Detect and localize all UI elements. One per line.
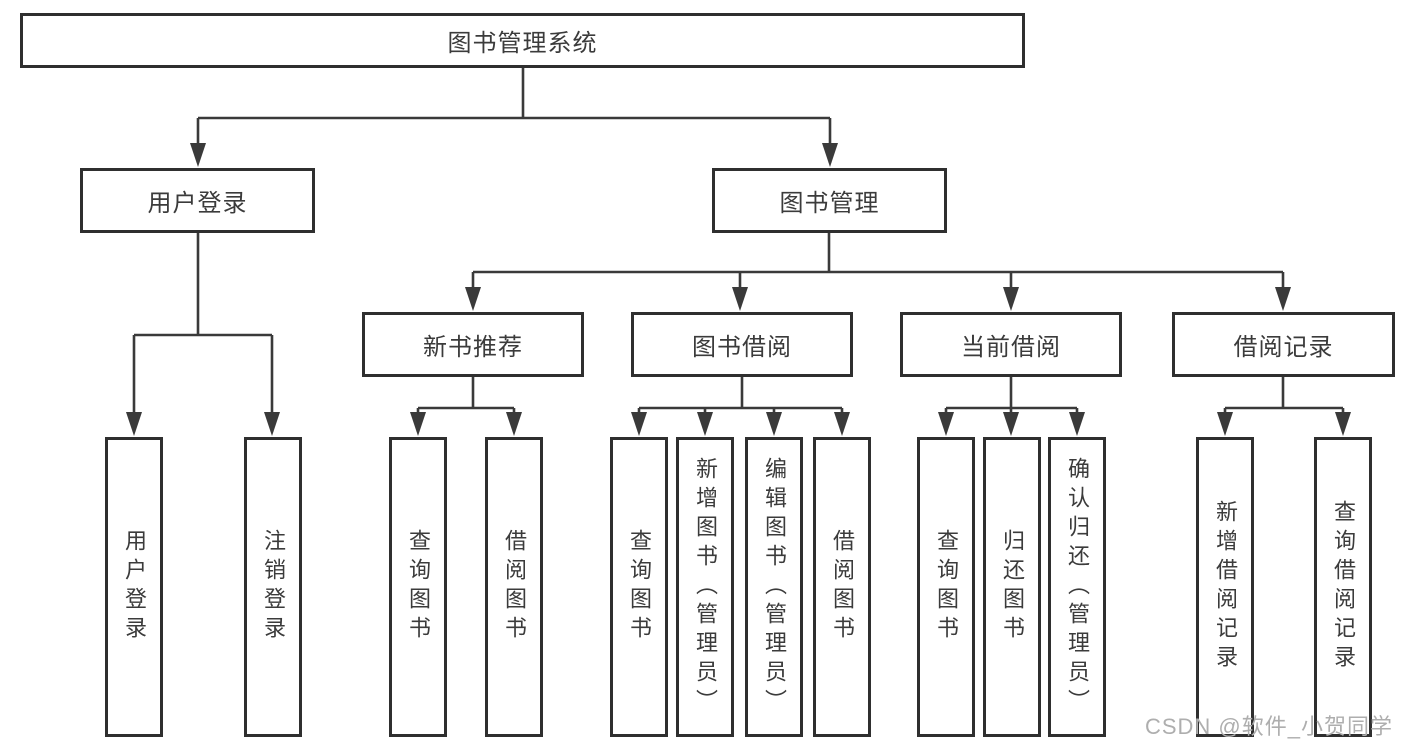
leaf-query-book-under-recommend: 查询图书 [389,437,447,737]
leaf-logout: 注销登录 [244,437,302,737]
node-new-book-recommend: 新书推荐 [362,312,584,377]
leaf-borrow-book-under-recommend: 借阅图书 [485,437,543,737]
node-current-borrowing: 当前借阅 [900,312,1122,377]
node-root-library-system: 图书管理系统 [20,13,1025,68]
leaf-return-book-label: 归还图书 [1000,529,1025,645]
leaf-query-book-under-current: 查询图书 [917,437,975,737]
leaf-borrow-book-label: 借阅图书 [830,529,855,645]
node-book-management: 图书管理 [712,168,947,233]
leaf-add-book-admin: 新增图书（管理员） [676,437,734,737]
leaf-query-book-label: 查询图书 [934,529,959,645]
leaf-add-book-admin-label: 新增图书（管理员） [693,456,718,718]
leaf-query-borrow-record: 查询借阅记录 [1314,437,1372,737]
leaf-query-book-under-borrowing: 查询图书 [610,437,668,737]
leaf-edit-book-admin: 编辑图书（管理员） [745,437,803,737]
arrowheads [126,143,1351,436]
leaf-add-borrow-record-label: 新增借阅记录 [1213,500,1238,674]
leaf-query-borrow-record-label: 查询借阅记录 [1331,500,1356,674]
leaf-confirm-return-admin-label: 确认归还（管理员） [1065,456,1090,718]
leaf-user-login: 用户登录 [105,437,163,737]
node-user-login: 用户登录 [80,168,315,233]
leaf-query-book-label: 查询图书 [406,529,431,645]
leaf-query-book-label: 查询图书 [627,529,652,645]
leaf-borrow-book-label: 借阅图书 [502,529,527,645]
leaf-logout-label: 注销登录 [261,529,286,645]
leaf-edit-book-admin-label: 编辑图书（管理员） [762,456,787,718]
node-book-borrowing: 图书借阅 [631,312,853,377]
leaf-confirm-return-admin: 确认归还（管理员） [1048,437,1106,737]
connector-stems [132,68,1345,432]
leaf-user-login-label: 用户登录 [122,529,147,645]
leaf-return-book: 归还图书 [983,437,1041,737]
leaf-add-borrow-record: 新增借阅记录 [1196,437,1254,737]
node-borrow-records: 借阅记录 [1172,312,1395,377]
leaf-borrow-book-under-borrowing: 借阅图书 [813,437,871,737]
